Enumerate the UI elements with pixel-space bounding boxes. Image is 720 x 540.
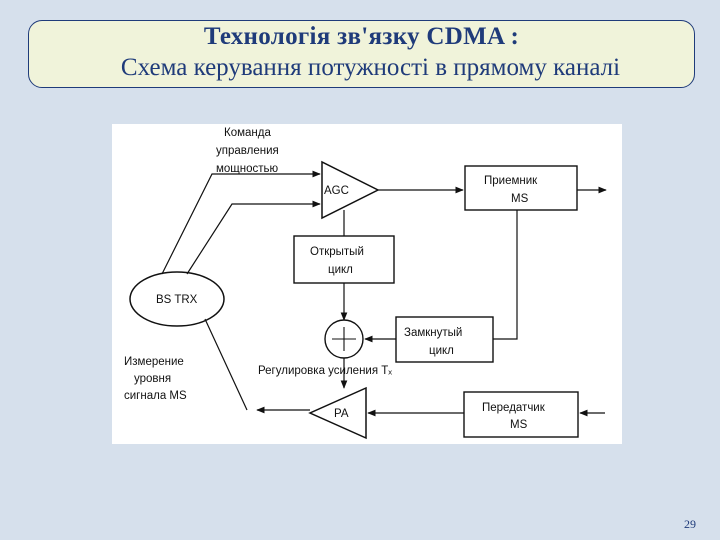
open-loop-label-1: Открытый [310, 246, 364, 258]
page-number: 29 [684, 517, 696, 531]
open-loop-block [293, 235, 395, 284]
transmitter-label-2: MS [510, 419, 528, 431]
measure-label-1: Измерение [124, 356, 184, 368]
measure-line [204, 318, 248, 411]
receiver-to-closed-loop-line [493, 210, 518, 340]
closed-loop-label-1: Замкнутый [404, 327, 462, 339]
closed-loop-label-2: цикл [429, 345, 454, 357]
receiver-label-1: Приемник [484, 175, 538, 187]
transmitter-block [463, 391, 579, 438]
power-control-diagram: Команда управления мощностью BS TRX AGC … [112, 124, 622, 444]
command-label-2: управления [216, 145, 279, 157]
bs-trx-node [129, 271, 225, 327]
receiver-label-2: MS [511, 193, 529, 205]
receiver-block [464, 165, 578, 211]
slide-title-box: Технологія зв'язку CDMA : Схема керуванн… [28, 20, 695, 88]
open-loop-label-2: цикл [328, 264, 353, 276]
command-line-lower [186, 200, 321, 275]
measure-label-3: сигнала MS [124, 390, 187, 402]
closed-loop-block [395, 316, 494, 363]
agc-label: AGC [324, 185, 349, 197]
pa-amplifier-shape [308, 386, 367, 440]
command-label-3: мощностью [216, 163, 279, 175]
command-label-1: Команда [224, 127, 271, 139]
slide-title: Технологія зв'язку CDMA : [203, 23, 520, 50]
gain-control-label: Регулировка усиления Tₓ [258, 365, 392, 377]
measure-label-2: уровня [134, 373, 171, 385]
agc-amplifier [321, 160, 380, 220]
transmitter-label-1: Передатчик [482, 402, 546, 414]
command-line-upper [161, 170, 321, 275]
bs-trx-label: BS TRX [156, 294, 198, 306]
pa-label: PA [334, 408, 349, 420]
slide-subtitle: Схема керування потужності в прямому кан… [120, 54, 621, 81]
